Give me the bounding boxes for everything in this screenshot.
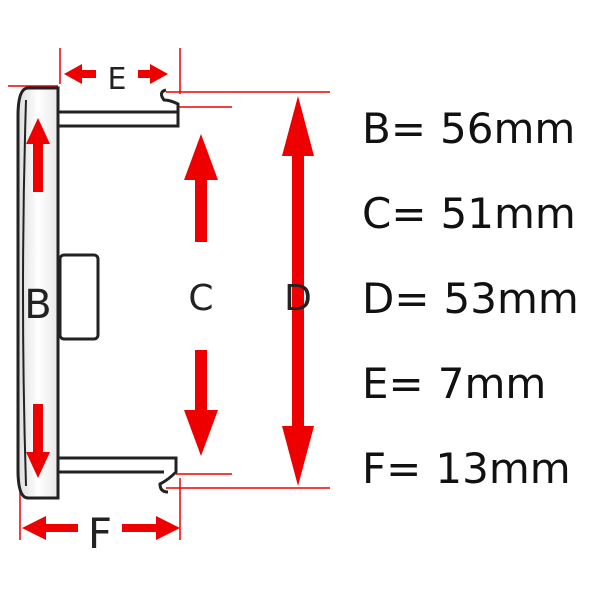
- dimension-row-f: F= 13mm: [362, 444, 598, 529]
- dimension-value: 53mm: [443, 274, 579, 323]
- label-d: D: [284, 278, 312, 319]
- cap-face: [16, 86, 60, 500]
- label-b: B: [24, 282, 51, 328]
- equals-sign: =: [391, 189, 427, 238]
- arrow-e-left: [64, 64, 96, 84]
- bottom-clip: [58, 456, 178, 494]
- equals-sign: =: [390, 104, 427, 153]
- dimension-value: 56mm: [440, 104, 576, 153]
- dimension-row-b: B= 56mm: [362, 104, 598, 189]
- cap-center-boss: [58, 253, 100, 341]
- label-e: E: [108, 62, 127, 97]
- equals-sign: =: [386, 444, 422, 493]
- dimension-letter: B: [362, 104, 391, 153]
- dimension-letter: D: [362, 274, 395, 323]
- arrow-e-right: [138, 64, 168, 84]
- equals-sign: =: [388, 359, 424, 408]
- arrow-f-right: [122, 516, 180, 540]
- label-f: F: [88, 509, 112, 558]
- equals-sign: =: [394, 274, 430, 323]
- top-clip: [58, 88, 180, 128]
- dimension-value: 51mm: [440, 189, 576, 238]
- cap-body: [16, 86, 180, 500]
- dimension-arrows: [22, 64, 314, 540]
- dimension-letter: F: [362, 444, 387, 493]
- guide-lines: [8, 48, 330, 540]
- arrow-d: [282, 96, 314, 486]
- arrow-b-up: [26, 118, 50, 192]
- dimension-value: 13mm: [435, 444, 571, 493]
- dimension-letter: C: [362, 189, 392, 238]
- dimension-row-c: C= 51mm: [362, 189, 598, 274]
- arrow-b-down: [26, 404, 50, 478]
- dimension-value: 7mm: [437, 359, 547, 408]
- label-c: C: [188, 278, 213, 319]
- cap-face-edge: [22, 99, 27, 487]
- arrow-f-left: [22, 516, 78, 540]
- dimension-letter: E: [362, 359, 389, 408]
- dimension-list: B=56mm C=51mm D=53mm E=7mm F=13mm: [362, 104, 598, 529]
- dimension-row-d: D= 53mm: [362, 274, 598, 359]
- dimension-row-e: E= 7mm: [362, 359, 598, 444]
- arrow-c-down: [184, 350, 218, 456]
- arrow-c-up: [184, 134, 218, 242]
